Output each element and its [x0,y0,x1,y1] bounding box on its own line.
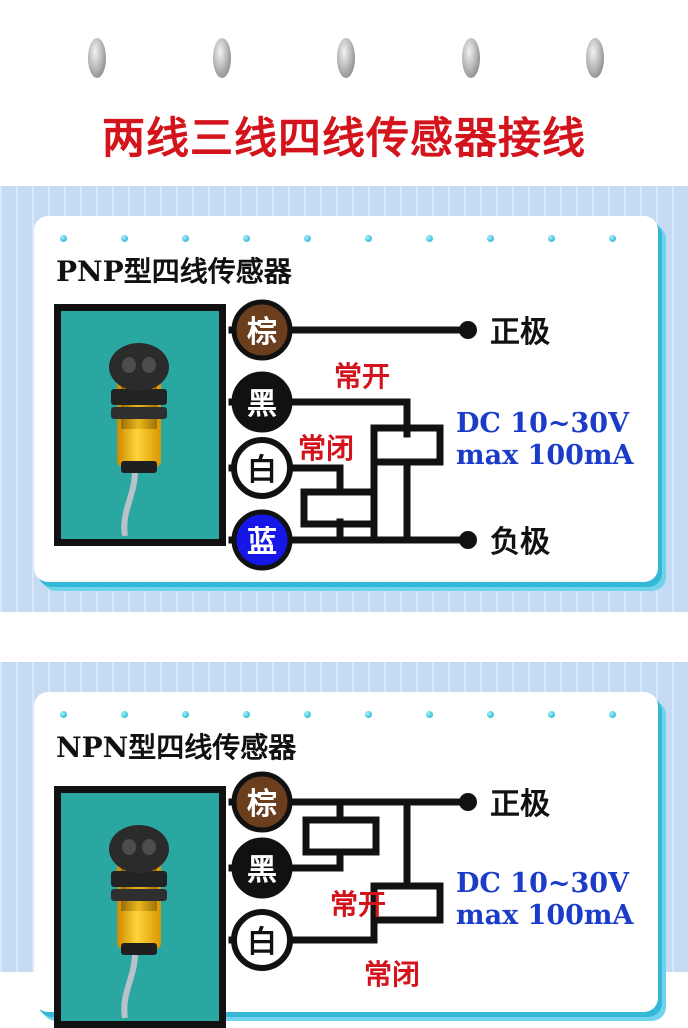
decor-dot [548,711,555,718]
negative-label: 负极 [490,525,550,560]
wire-black: 黑 [231,371,293,433]
normally-open-label: 常开 [334,360,390,393]
decor-dot [426,235,433,242]
decor-dot [60,711,67,718]
page-title: 两线三线四线传感器接线 [102,114,586,164]
header-area: 两线三线四线传感器接线 [0,0,688,186]
positive-label: 正极 [490,787,550,822]
power-current: max 100mA [456,440,634,471]
wire-label-black: 黑 [247,387,277,422]
npn-card: NPN型四线传感器 [34,692,658,1028]
decor-dot [243,711,250,718]
decor-dot [182,711,189,718]
npn-title: NPN型四线传感器 [56,731,297,764]
decor-dot [304,235,311,242]
npn-panel-background: NPN型四线传感器 [0,662,688,1028]
pnp-sensor-box [54,304,226,546]
normally-open-label: 常开 [330,888,386,921]
sensor-icon [109,343,169,537]
wire-brown: 棕 [231,771,293,833]
decor-dot [426,711,433,718]
decor-dot [121,235,128,242]
wire-black: 黑 [231,837,293,899]
decor-dot [243,235,250,242]
positive-label: 正极 [490,315,550,350]
wire-white: 白 [231,909,293,971]
wire-brown: 棕 [231,299,293,361]
decor-dot [609,235,616,242]
wire-blue: 蓝 [231,509,293,571]
binder-ring-icon [337,38,355,78]
decor-dot [304,711,311,718]
npn-wiring-diagram: 棕 黑 白 正极 常开 常闭 DC 10~30V max 100mA [228,771,634,991]
decor-dot [365,235,372,242]
binder-ring-icon [586,38,604,78]
decor-dot [487,711,494,718]
binder-ring-icon [462,38,480,78]
normally-closed-label: 常闭 [364,958,420,991]
decor-dot [548,235,555,242]
pnp-wiring-diagram: 棕 黑 白 蓝 正极 负极 常开 常闭 DC 10~30V max 100mA [228,299,634,571]
binder-ring-icon [88,38,106,78]
binder-ring-icon [213,38,231,78]
sensor-icon [109,825,169,1019]
pnp-panel-background: PNP型四线传感器 [0,186,688,612]
power-current: max 100mA [456,900,634,931]
pnp-card: PNP型四线传感器 [34,216,658,582]
wire-label-brown: 棕 [247,787,277,822]
normally-closed-label: 常闭 [298,432,354,465]
decor-dot [487,235,494,242]
pnp-title: PNP型四线传感器 [56,255,292,288]
power-voltage: DC 10~30V [456,408,630,439]
wire-label-black: 黑 [247,853,277,888]
decor-dot [60,235,67,242]
wire-label-white: 白 [247,925,277,960]
wire-label-brown: 棕 [247,315,277,350]
wire-white: 白 [231,437,293,499]
decor-dot [365,711,372,718]
panel-gap [0,612,688,662]
power-voltage: DC 10~30V [456,868,630,899]
decor-dot [609,711,616,718]
decor-dot [121,711,128,718]
wire-label-blue: 蓝 [247,525,277,560]
wire-label-white: 白 [247,453,277,488]
decor-dot [182,235,189,242]
